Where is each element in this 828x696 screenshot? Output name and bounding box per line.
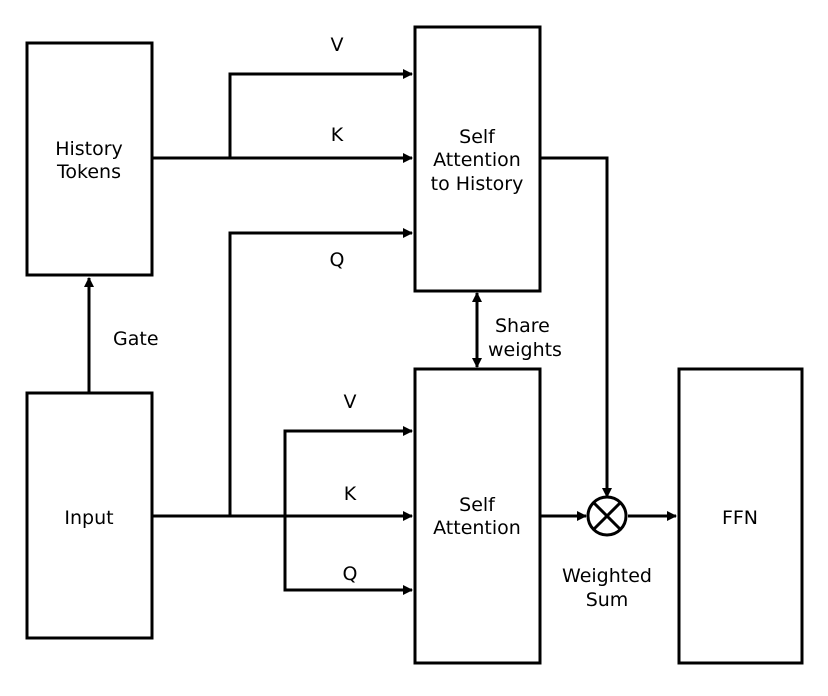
self-k-label: K	[344, 483, 357, 505]
history-k-label: K	[331, 124, 344, 146]
history-tokens-box	[25, 41, 154, 277]
history-q-label: Q	[330, 249, 345, 271]
input-label: Input	[64, 507, 113, 529]
gate-label: Gate	[113, 328, 159, 350]
weighted-sum-label-line2: Sum	[586, 589, 629, 611]
edge-history-to-sum	[540, 156, 612, 498]
share-weights-label-line2: weights	[488, 339, 562, 361]
history-tokens-label-line2: Tokens	[56, 161, 121, 183]
self-attention-history-label-line1: Self	[459, 126, 496, 148]
weighted-sum-label-line1: Weighted	[562, 565, 652, 587]
edge-input-history-q	[228, 228, 413, 516]
ffn-box	[677, 367, 804, 665]
edge-input-v	[283, 426, 413, 516]
input-box	[25, 391, 154, 640]
ffn-label: FFN	[722, 507, 758, 529]
self-attention-history-label-line2: Attention	[433, 149, 521, 171]
self-v-label: V	[344, 391, 357, 413]
self-attention-history-label-line3: to History	[431, 173, 524, 195]
self-attention-box	[413, 367, 542, 665]
share-weights-label-line1: Share	[495, 315, 550, 337]
self-q-label: Q	[343, 563, 358, 585]
multiply-icon	[586, 495, 628, 537]
history-v-label: V	[331, 34, 344, 56]
edge-history-v	[228, 69, 413, 158]
history-tokens-label-line1: History	[55, 138, 123, 160]
self-attention-history-box	[413, 25, 542, 293]
self-attention-label-line1: Self	[459, 494, 496, 516]
self-attention-label-line2: Attention	[433, 517, 521, 539]
edge-input-q	[283, 516, 413, 595]
